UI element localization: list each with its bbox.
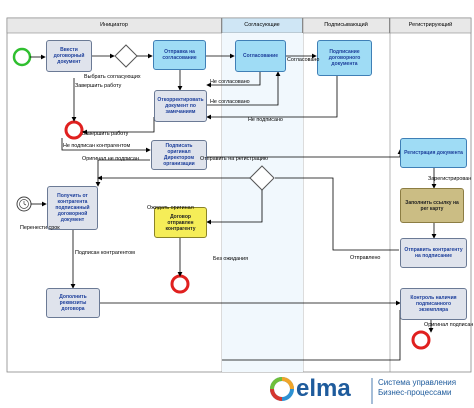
task-register-document[interactable]: Регистрация документа — [400, 138, 467, 168]
label-finish-work-2: Завершить работу — [82, 131, 129, 137]
brand-line1: Система управления — [378, 378, 457, 387]
label-postpone: Перенести срок — [20, 225, 60, 231]
task-fill-details[interactable]: Дополнить реквизиты договора — [46, 288, 100, 318]
label-original-signed: Оригинал подписан — [424, 322, 474, 328]
task-contract-sent[interactable]: Договор отправлен контрагенту — [154, 207, 207, 238]
label-choose-approvers: Выбрать согласующих — [84, 74, 141, 80]
label-not-signed: Не подписано — [248, 117, 283, 123]
task-fill-link[interactable]: Заполнить ссылку на рег карту — [400, 188, 464, 223]
gateway-approve — [114, 44, 138, 68]
label-not-approved-2: Не согласовано — [210, 99, 250, 105]
label-not-approved-1: Не согласовано — [210, 79, 250, 85]
label-wait-original: Ожидать оригинал — [147, 205, 194, 211]
task-fix-document[interactable]: Откорректировать документ по замечаниям — [154, 90, 207, 122]
label-finish-work-1: Завершить работу — [75, 83, 122, 89]
lane-approver: Согласующие — [222, 18, 303, 33]
label-registered: Зарегистрирован — [428, 176, 472, 182]
lane-initiator: Инициатор — [7, 18, 222, 33]
task-sign-document[interactable]: Подписание договорного документа — [317, 40, 372, 76]
start-event — [12, 47, 32, 67]
label-approved: Согласовано — [287, 57, 320, 63]
label-signed-by-cp: Подписан контрагентом — [75, 250, 135, 256]
lane-registrar: Регистрирующий — [408, 22, 453, 28]
task-approval[interactable]: Согласование — [235, 40, 286, 72]
label-not-signed-cp: Не подписан контрагентом — [63, 143, 131, 149]
lane-signer: Подписывающий — [303, 18, 390, 33]
elma-logo-icon — [270, 377, 294, 401]
end-event-contract — [170, 274, 190, 294]
end-event-final — [411, 330, 431, 350]
label-sent: Отправлено — [350, 255, 381, 261]
brand-line2: Бизнес-процессами — [378, 387, 452, 397]
task-send-counterparty[interactable]: Отправить контрагенту на подписание — [400, 238, 467, 268]
task-send-approval[interactable]: Отправка на согласование — [153, 40, 206, 70]
label-original-not-signed: Оригинал не подписан — [82, 156, 139, 162]
label-no-wait: Без ожидания — [213, 256, 248, 262]
task-get-original[interactable]: Получить от контрагента подписанный дого… — [47, 186, 98, 230]
task-check-copy[interactable]: Контроль наличия подписанного экземпляра — [400, 288, 467, 320]
brand-logo-text: elma — [296, 375, 351, 402]
task-sign-original[interactable]: Подписать оригинал Директором организаци… — [151, 140, 207, 170]
end-event-top — [64, 120, 84, 140]
label-send-for-reg: Отправить на регистрацию — [200, 156, 268, 162]
brand-tagline: Система управления Бизнес-процессами — [378, 378, 456, 397]
task-enter-document[interactable]: Ввести договорный документ — [46, 40, 92, 72]
